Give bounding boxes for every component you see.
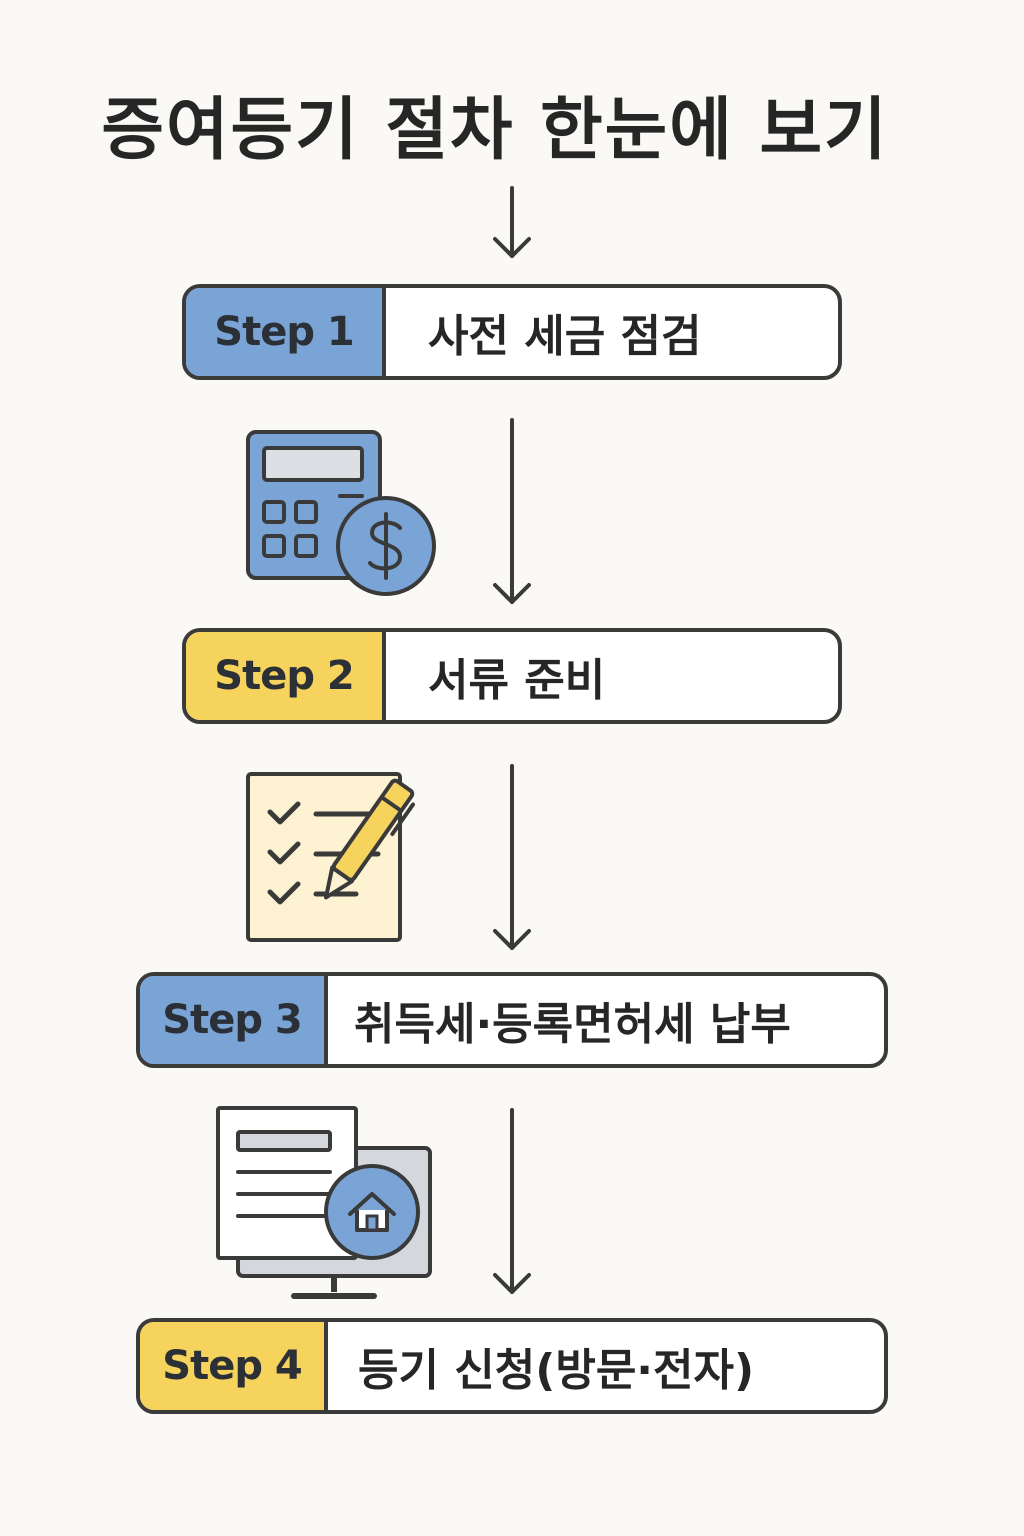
step-2-label: Step 2 (186, 632, 386, 720)
step-1-label: Step 1 (186, 288, 386, 376)
step-4-label: Step 4 (140, 1322, 328, 1410)
step-4-text: 등기 신청(방문·전자) (358, 1345, 755, 1396)
step-3-label: Step 3 (140, 976, 328, 1064)
step-1-box: Step 1 사전 세금 점검 (182, 284, 842, 380)
step-3-text: 취득세·등록면허세 납부 (354, 999, 791, 1050)
calculator-dollar-icon (246, 430, 436, 596)
step-1-text: 사전 세금 점검 (428, 311, 702, 362)
arrow-down-icon (493, 418, 531, 604)
arrow-down-icon (493, 1108, 531, 1294)
arrow-down-icon (493, 764, 531, 950)
step-4-box: Step 4 등기 신청(방문·전자) (136, 1318, 888, 1414)
arrow-down-icon (493, 186, 531, 258)
checklist-pencil-icon (246, 772, 416, 942)
step-3-box: Step 3 취득세·등록면허세 납부 (136, 972, 888, 1068)
step-2-box: Step 2 서류 준비 (182, 628, 842, 724)
page-title: 증여등기 절차 한눈에 보기 (101, 91, 889, 170)
monitor-document-house-icon (216, 1106, 432, 1299)
step-2-text: 서류 준비 (428, 655, 606, 706)
